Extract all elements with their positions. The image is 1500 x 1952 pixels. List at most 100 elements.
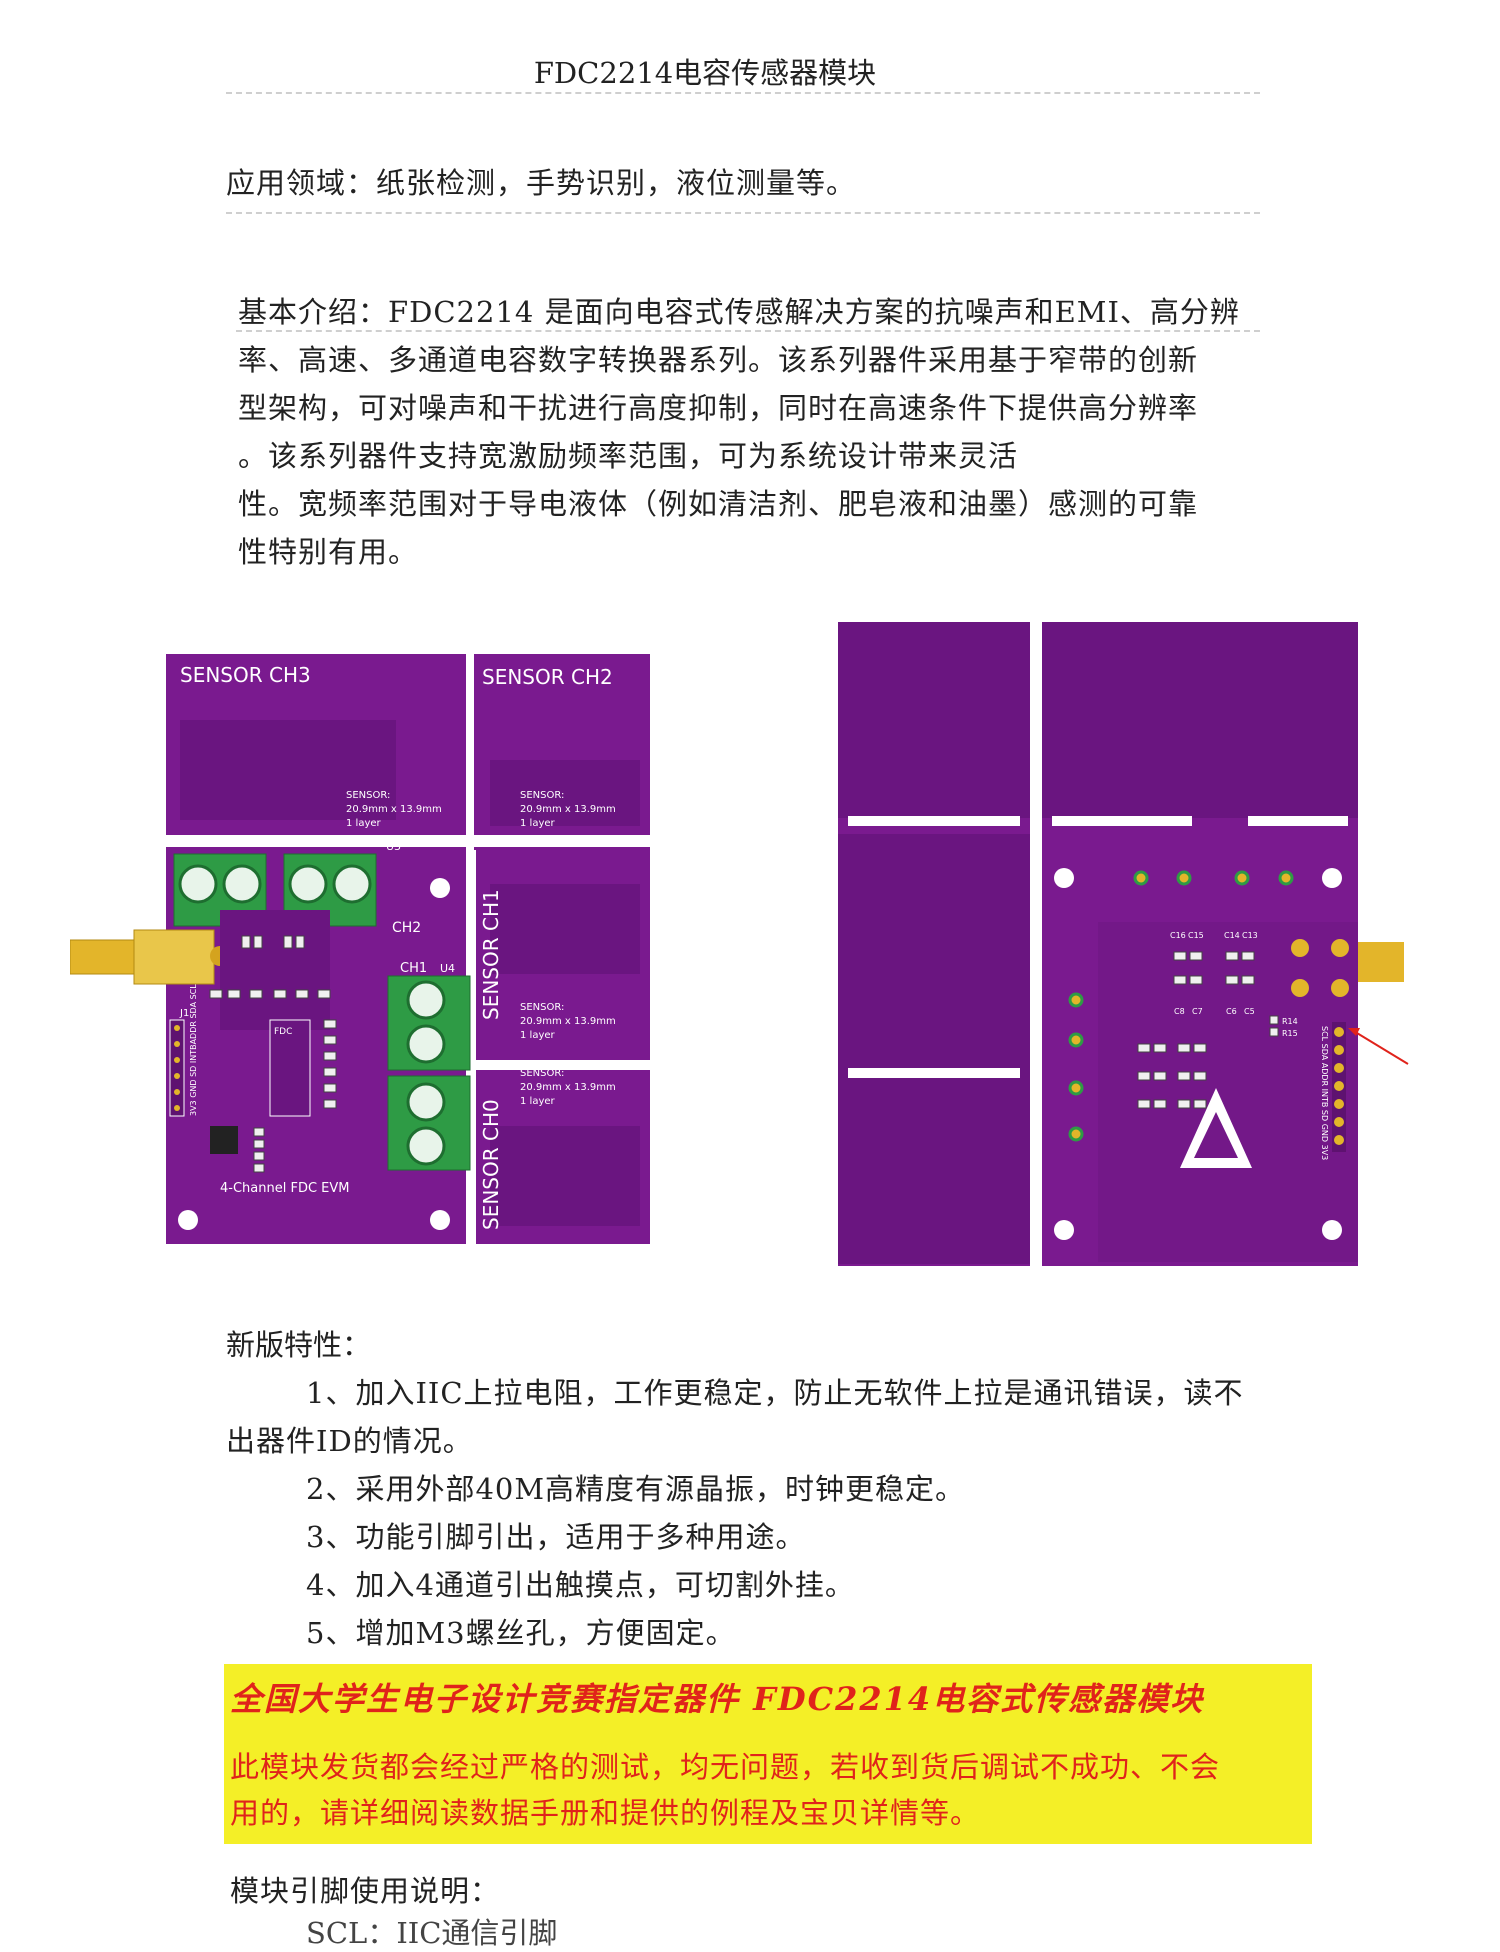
sma-pads — [1291, 939, 1349, 997]
slot-vertical — [1030, 622, 1042, 1266]
svg-text:20.9mm x 13.9mm: 20.9mm x 13.9mm — [520, 1016, 616, 1027]
sma-connector — [70, 929, 230, 985]
mounting-hole — [1054, 868, 1074, 888]
component-area — [220, 910, 330, 1030]
slot-channel — [474, 1060, 650, 1070]
pin-header — [169, 1019, 185, 1117]
connector-label: CH2 — [392, 920, 421, 936]
svg-text:R14: R14 — [1282, 1017, 1298, 1026]
connector-label: U4 — [440, 962, 455, 975]
sensor-note: SENSOR: 20.9mm x 13.9mm 1 layer — [520, 1068, 616, 1107]
banner-line: 用的，请详细阅读数据手册和提供的例程及宝贝详情等。 — [230, 1796, 981, 1830]
sensor-label: SENSOR CH2 — [482, 665, 613, 689]
svg-text:SENSOR:: SENSOR: — [346, 790, 390, 801]
sensor-note: SENSOR: 20.9mm x 13.9mm 1 layer — [346, 790, 442, 829]
pin-header — [1332, 1022, 1346, 1152]
mounting-hole — [1322, 1220, 1342, 1240]
highlight-banner: 全国大学生电子设计竞赛指定器件 FDC2214电容式传感器模块 此模块发货都会经… — [224, 1664, 1312, 1844]
slot-horizontal — [1052, 816, 1192, 826]
sensor-pad-ch3 — [180, 720, 396, 820]
slot-horizontal — [166, 835, 650, 847]
features-heading: 新版特性： — [226, 1328, 372, 1362]
annotation-arrowhead — [1348, 1028, 1360, 1036]
svg-text:SENSOR:: SENSOR: — [520, 1068, 564, 1079]
intro-line: 基本介绍：FDC2214 是面向电容式传感解决方案的抗噪声和EMI、高分辨 — [238, 295, 1240, 329]
ic-label: FDC — [274, 1027, 292, 1037]
pcb-back-image: C16 C15 C14 C13 C8 C7 C6 C5 R14 R15 SCL … — [838, 622, 1409, 1266]
back-pad — [838, 622, 1030, 818]
intro-line: 。该系列器件支持宽激励频率范围，可为系统设计带来灵活 — [238, 439, 1019, 473]
svg-text:1 layer: 1 layer — [520, 1030, 556, 1041]
svg-text:SENSOR:: SENSOR: — [520, 790, 564, 801]
svg-text:C5: C5 — [1244, 1007, 1255, 1016]
feature-item: 3、功能引脚引出，适用于多种用途。 — [306, 1520, 806, 1554]
pcb-front-image: SENSOR CH3 SENSOR CH2 SENSOR CH1 SENSOR … — [70, 654, 650, 1245]
svg-text:C8: C8 — [1174, 1007, 1185, 1016]
application-fields: 应用领域：纸张检测，手势识别，液位测量等。 — [226, 166, 857, 200]
connector-label: CH1 — [400, 961, 427, 976]
feature-item: 4、加入4通道引出触摸点，可切割外挂。 — [306, 1568, 855, 1602]
annotation-arrow — [1351, 1029, 1409, 1065]
intro-paragraph: 基本介绍：FDC2214 是面向电容式传感解决方案的抗噪声和EMI、高分辨 率、… — [238, 288, 1270, 576]
svg-text:C7: C7 — [1192, 1007, 1203, 1016]
svg-text:C6: C6 — [1226, 1007, 1237, 1016]
svg-text:R15: R15 — [1282, 1029, 1298, 1038]
divider — [226, 212, 1260, 214]
feature-item: 1、加入IIC上拉电阻，工作更稳定，防止无软件上拉是通讯错误，读不 — [306, 1376, 1244, 1410]
mounting-hole — [1322, 868, 1342, 888]
slot-vertical — [466, 850, 476, 1245]
connector-label: U3 — [386, 840, 401, 853]
svg-text:1 layer: 1 layer — [520, 818, 556, 829]
intro-line: 性特别有用。 — [238, 535, 419, 569]
header-pin-labels: SCL SDA ADDR INTB SD GND 3V3 — [1320, 1026, 1329, 1160]
mounting-hole — [178, 1210, 198, 1230]
svg-text:20.9mm x 13.9mm: 20.9mm x 13.9mm — [346, 804, 442, 815]
smd-components — [209, 935, 337, 1173]
svg-text:C16: C16 — [1170, 931, 1186, 940]
feature-item: 5、增加M3螺丝孔，方便固定。 — [306, 1616, 736, 1650]
page-title: FDC2214电容传感器模块 — [533, 56, 877, 90]
back-pad — [838, 834, 1030, 1264]
sensor-note: SENSOR: 20.9mm x 13.9mm 1 layer — [520, 790, 616, 829]
component-area — [1098, 922, 1358, 1262]
back-pad — [1042, 622, 1358, 818]
terminal-block — [387, 1075, 471, 1171]
feature-item: 出器件ID的情况。 — [226, 1424, 473, 1458]
crystal — [210, 1126, 238, 1154]
intro-line: 性。宽频率范围对于导电液体（例如清洁剂、肥皂液和油墨）感测的可靠 — [238, 487, 1199, 521]
banner-title: 全国大学生电子设计竞赛指定器件 FDC2214电容式传感器模块 — [230, 1680, 1205, 1718]
fdc-ic-outline — [269, 1019, 311, 1117]
esd-symbol — [1180, 1088, 1252, 1168]
slot-horizontal — [1248, 816, 1348, 826]
terminal-block — [387, 975, 471, 1071]
sensor-label: SENSOR CH3 — [180, 663, 311, 687]
svg-text:C15: C15 — [1188, 931, 1204, 940]
pins-heading: 模块引脚使用说明： — [230, 1874, 501, 1908]
smd-components — [1137, 951, 1279, 1109]
svg-text:20.9mm x 13.9mm: 20.9mm x 13.9mm — [520, 804, 616, 815]
intro-line: 率、高速、多通道电容数字转换器系列。该系列器件采用基于窄带的创新 — [238, 343, 1199, 377]
sma-connector-edge — [1358, 942, 1404, 982]
feature-item: 2、采用外部40M高精度有源晶振，时钟更稳定。 — [306, 1472, 966, 1506]
divider — [236, 330, 1260, 332]
svg-text:1 layer: 1 layer — [520, 1096, 556, 1107]
svg-text:C14: C14 — [1224, 931, 1240, 940]
svg-text:20.9mm x 13.9mm: 20.9mm x 13.9mm — [520, 1082, 616, 1093]
banner-line: 此模块发货都会经过严格的测试，均无问题，若收到货后调试不成功、不会 — [230, 1750, 1221, 1784]
sensor-pad-ch0 — [490, 1126, 640, 1226]
sensor-label: SENSOR CH0 — [479, 1099, 503, 1230]
board-label: 4-Channel FDC EVM — [220, 1181, 350, 1196]
mounting-hole — [1054, 1220, 1074, 1240]
sensor-note: SENSOR: 20.9mm x 13.9mm 1 layer — [520, 1002, 616, 1041]
svg-text:1 layer: 1 layer — [346, 818, 382, 829]
intro-line: 型架构，可对噪声和干扰进行高度抑制，同时在高速条件下提供高分辨率 — [238, 391, 1199, 425]
svg-text:C13: C13 — [1242, 931, 1258, 940]
sensor-pad-ch2 — [490, 760, 640, 826]
sensor-pad-ch1 — [490, 884, 640, 974]
cap-labels: C16 C15 C14 C13 C8 C7 C6 C5 R14 R15 — [1170, 931, 1298, 1038]
mounting-hole — [430, 878, 450, 898]
sensor-label: SENSOR CH1 — [479, 889, 503, 1020]
pins-item: SCL：IIC通信引脚 — [306, 1916, 558, 1950]
header-pin-labels: 3V3 GND SD INTBADDR SDA SCL — [189, 984, 198, 1116]
slot-horizontal — [848, 1068, 1020, 1078]
